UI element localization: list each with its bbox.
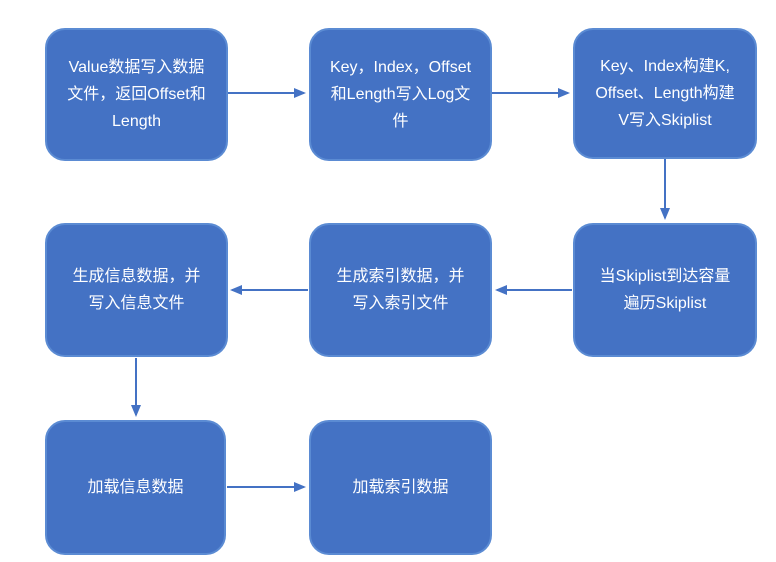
flow-node-write-value-data: Value数据写入数据 文件，返回Offset和 Length — [45, 28, 228, 161]
flow-node-write-index-file: 生成索引数据，并 写入索引文件 — [309, 223, 492, 357]
flow-node-traverse-skiplist: 当Skiplist到达容量 遍历Skiplist — [573, 223, 757, 357]
flow-node-label: 当Skiplist到达容量 遍历Skiplist — [599, 268, 731, 312]
flow-node-label: 加载索引数据 — [352, 479, 449, 496]
flow-node-load-info-data: 加载信息数据 — [45, 420, 226, 555]
flow-node-write-info-file: 生成信息数据，并 写入信息文件 — [45, 223, 228, 357]
flow-node-label: Key、Index构建K, Offset、Length构建 V写入Skiplis… — [595, 58, 735, 129]
flow-node-label: 生成索引数据，并 写入索引文件 — [336, 268, 465, 312]
flow-node-label: 生成信息数据，并 写入信息文件 — [72, 268, 201, 312]
flow-node-load-index-data: 加载索引数据 — [309, 420, 492, 555]
flow-node-label: Key，Index，Offset 和Length写入Log文 件 — [329, 59, 472, 130]
flow-node-label: 加载信息数据 — [87, 479, 184, 496]
flow-node-write-log-file: Key，Index，Offset 和Length写入Log文 件 — [309, 28, 492, 161]
flow-node-label: Value数据写入数据 文件，返回Offset和 Length — [67, 59, 206, 130]
flow-node-build-skiplist-kv: Key、Index构建K, Offset、Length构建 V写入Skiplis… — [573, 28, 757, 159]
